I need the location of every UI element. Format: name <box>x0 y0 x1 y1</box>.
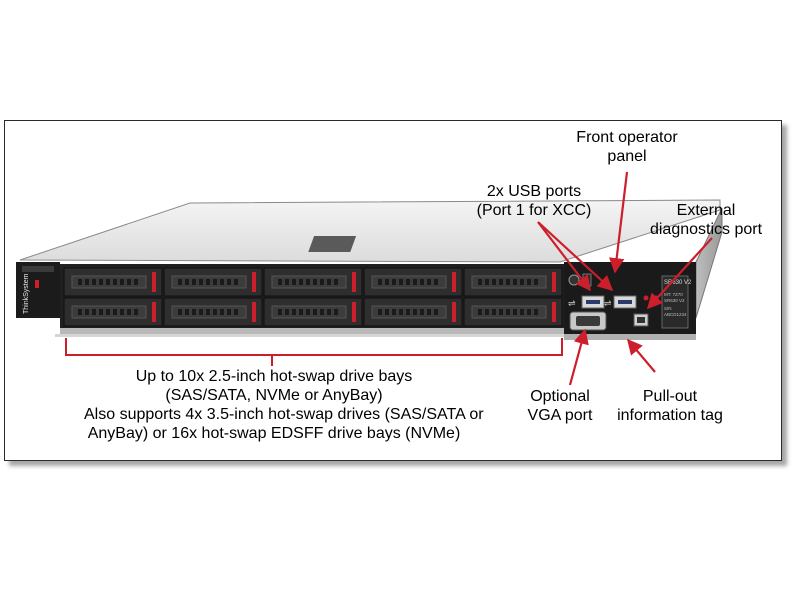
drive-bays-line-2: (SAS/SATA, NVMe or AnyBay) <box>165 387 383 404</box>
drive-bay-2[interactable] <box>63 297 163 327</box>
drive-bay-5[interactable] <box>263 267 363 297</box>
pullout-line-1: Pull-out <box>642 388 698 405</box>
chassis-lid <box>19 199 721 263</box>
drive-bays-line-4: AnyBay) or 16x hot-swap EDSFF drive bays… <box>87 425 461 442</box>
drive-bay-bracket <box>65 338 563 356</box>
drive-bay-4[interactable] <box>163 297 263 327</box>
drive-bay-9[interactable] <box>463 267 563 297</box>
usb-ss-icon: ⇌ <box>604 298 612 308</box>
pullout-callout: Pull-out information tag <box>606 387 734 425</box>
lid-label <box>308 236 357 252</box>
drive-bay-release-latch[interactable] <box>252 272 256 292</box>
front-panel-callout: Front operator panel <box>566 128 688 166</box>
tag-line-4: ABCD1234 <box>664 312 687 317</box>
ext-diag-line-1: External <box>676 202 736 219</box>
ext-diag-callout: External diagnostics port <box>636 201 776 239</box>
tag-line-3: S/N <box>664 306 672 311</box>
power-button[interactable] <box>568 274 580 286</box>
usb-line-1: 2x USB ports <box>486 183 582 200</box>
usb-arrow-1 <box>537 221 591 292</box>
usb-callout: 2x USB ports (Port 1 for XCC) <box>466 182 602 220</box>
front-panel-line-1: Front operator <box>576 129 678 146</box>
drive-bay-release-latch[interactable] <box>152 302 156 322</box>
drive-bay-release-latch[interactable] <box>252 302 256 322</box>
drive-bay-cage <box>63 267 563 327</box>
usb-arrow-2 <box>537 221 614 292</box>
drive-bay-release-latch[interactable] <box>552 302 556 322</box>
drive-bay-10[interactable] <box>463 297 563 327</box>
drive-bay-release-latch[interactable] <box>152 272 156 292</box>
drive-bays-line-3: Also supports 4x 3.5-inch hot-swap drive… <box>84 406 484 423</box>
drive-bays-callout: Up to 10x 2.5-inch hot-swap drive bays (… <box>84 367 484 443</box>
ext-diag-arrow <box>646 237 713 310</box>
usb-icon: ⇌ <box>568 298 576 308</box>
tag-line-2: SR630 V2 <box>664 298 685 303</box>
status-led <box>643 295 649 301</box>
drive-bay-8[interactable] <box>363 297 463 327</box>
pullout-line-2: information tag <box>617 407 723 424</box>
pullout-arrow <box>627 338 656 373</box>
vga-line-2: VGA port <box>527 407 593 424</box>
drive-bay-6[interactable] <box>263 297 363 327</box>
vga-arrow <box>568 328 589 386</box>
usb-line-2: (Port 1 for XCC) <box>476 202 592 219</box>
vga-callout: Optional VGA port <box>512 387 608 425</box>
drive-bay-release-latch[interactable] <box>452 302 456 322</box>
drive-bay-7[interactable] <box>363 267 463 297</box>
drive-bay-3[interactable] <box>163 267 263 297</box>
front-panel-line-2: panel <box>607 148 647 165</box>
ext-diag-line-2: diagnostics port <box>649 221 763 238</box>
drive-bays-line-1: Up to 10x 2.5-inch hot-swap drive bays <box>135 368 413 385</box>
drive-bay-1[interactable] <box>63 267 163 297</box>
front-panel-arrow <box>609 171 629 274</box>
thinksystem-logo: ThinkSystem <box>23 273 30 314</box>
drive-bay-release-latch[interactable] <box>552 272 556 292</box>
tag-line-1: MT: 7Z70 <box>664 292 683 297</box>
vga-line-1: Optional <box>530 388 590 405</box>
model-label: SR630 V2 <box>664 280 692 286</box>
drive-bay-release-latch[interactable] <box>352 302 356 322</box>
drive-bay-release-latch[interactable] <box>352 272 356 292</box>
drive-bay-release-latch[interactable] <box>452 272 456 292</box>
